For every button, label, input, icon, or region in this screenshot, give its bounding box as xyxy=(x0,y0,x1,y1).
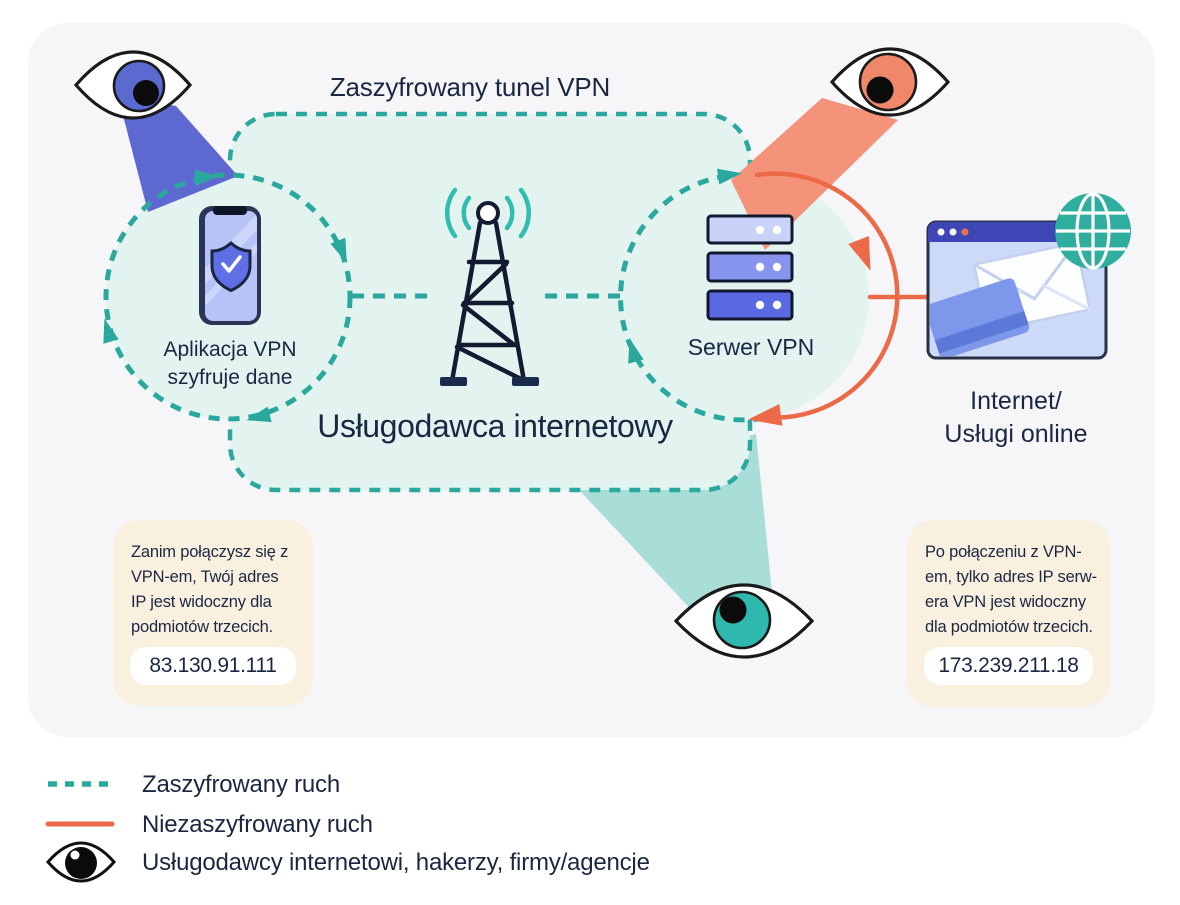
unencrypted-path xyxy=(748,171,930,426)
callout-after-text: Po połączeniu z VPN- em, tylko adres IP … xyxy=(925,543,1097,636)
server-icon xyxy=(706,214,794,321)
isp-label: Usługodawca internetowy xyxy=(317,408,673,444)
legend-label-encrypted: Zaszyfrowany ruch xyxy=(142,771,340,798)
legend-eye-icon xyxy=(46,841,116,883)
server-label: Serwer VPN xyxy=(687,334,815,360)
tunnel-title: Zaszyfrowany tunel VPN xyxy=(329,72,611,102)
legend-samples xyxy=(45,781,116,883)
window-dot xyxy=(937,228,945,236)
window-dot xyxy=(949,228,957,236)
phone-label-line1: Aplikacja VPN xyxy=(163,338,297,361)
phone-label: Aplikacja VPN szyfruje dane xyxy=(130,336,330,392)
phone-icon xyxy=(199,206,261,325)
ip-address-after: 173.239.211.18 xyxy=(924,647,1093,685)
encrypted-loop-phone xyxy=(103,169,353,423)
eye-icon-purple xyxy=(73,50,193,120)
shield-icon xyxy=(210,240,252,293)
credit-card-icon xyxy=(930,278,1030,356)
eye-icon-teal xyxy=(673,583,815,659)
internet-label-line1: Internet/ xyxy=(970,387,1062,415)
callout-before-text: Zanim połączysz się z VPN-em, Twój adres… xyxy=(131,543,289,636)
legend-label-observers: Usługodawcy internetowi, hakerzy, firmy/… xyxy=(142,849,650,876)
internet-label-line2: Usługi online xyxy=(944,420,1088,448)
callout-after-vpn: Po połączeniu z VPN- em, tylko adres IP … xyxy=(907,520,1110,707)
radio-tower-icon xyxy=(440,187,539,386)
encrypted-loop-server xyxy=(618,168,759,423)
globe-icon xyxy=(1055,192,1131,270)
legend-label-unencrypted: Niezaszyfrowany ruch xyxy=(142,811,373,838)
browser-window-icon xyxy=(926,220,1108,360)
internet-label: Internet/ Usługi online xyxy=(916,385,1116,451)
surveillance-beam-orange xyxy=(731,98,898,250)
window-dot xyxy=(961,228,969,236)
ip-address-before: 83.130.91.111 xyxy=(130,647,296,685)
phone-label-line2: szyfruje dane xyxy=(167,366,293,389)
callout-before-vpn: Zanim połączysz się z VPN-em, Twój adres… xyxy=(113,520,313,706)
surveillance-beam-purple xyxy=(118,96,238,212)
eye-icon-orange xyxy=(829,47,951,117)
